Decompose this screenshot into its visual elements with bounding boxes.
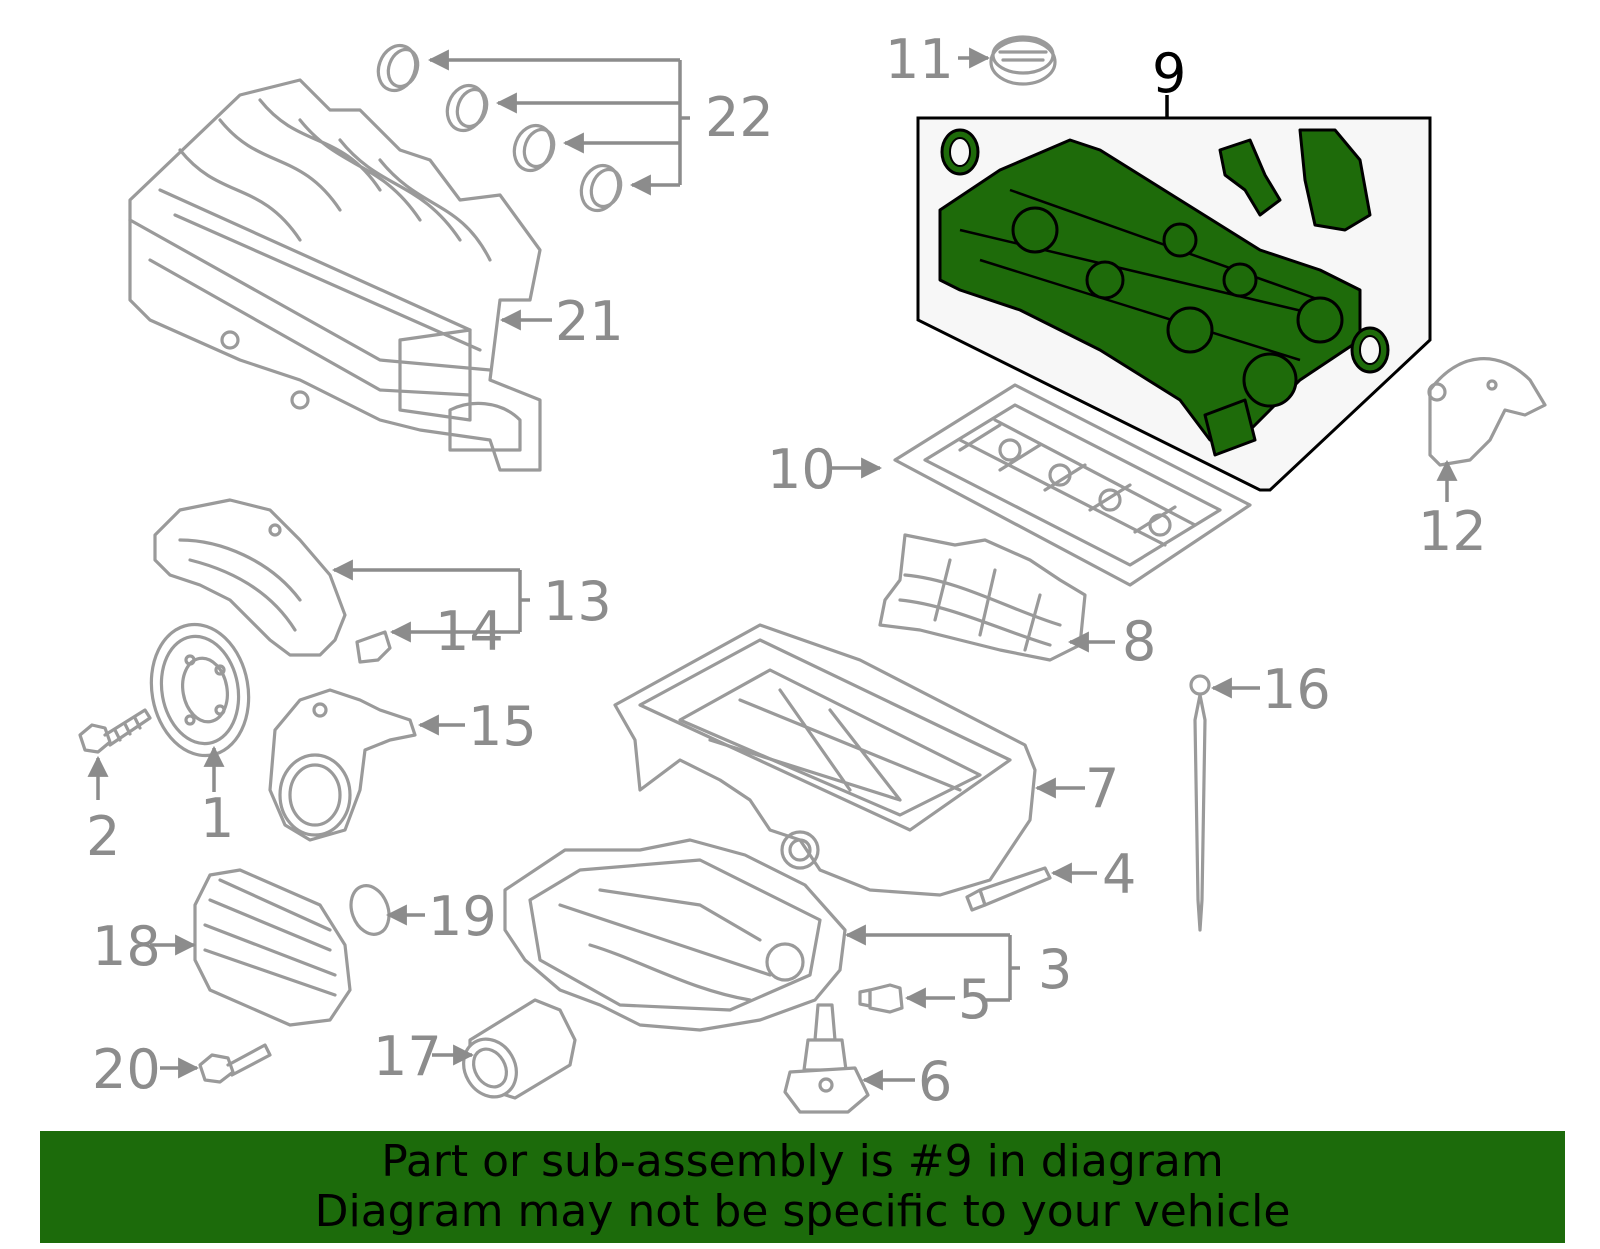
callout-10: 10 — [767, 438, 836, 501]
callout-labels: 22 21 11 9 10 12 13 14 8 16 15 2 1 7 4 1… — [86, 28, 1487, 1113]
gasket-part-10 — [893, 383, 1252, 587]
callout-2: 2 — [86, 805, 120, 868]
callout-21: 21 — [555, 290, 624, 353]
belt-cover-part-13 — [153, 498, 347, 657]
banner-line-1: Part or sub-assembly is #9 in diagram — [381, 1136, 1224, 1187]
oil-filter-part-17 — [462, 998, 577, 1100]
cover-part-12 — [1427, 357, 1547, 467]
callout-16: 16 — [1262, 658, 1331, 721]
callout-7: 7 — [1085, 757, 1119, 820]
oil-sensor-part-6 — [783, 1003, 870, 1114]
dipstick-part-16 — [1189, 674, 1211, 932]
bolt-part-20 — [198, 1043, 272, 1084]
baffle-part-8 — [878, 533, 1087, 662]
intake-manifold-part-21 — [128, 78, 542, 472]
callout-17: 17 — [373, 1025, 442, 1088]
oil-cooler-part-18 — [193, 868, 352, 1027]
callout-12: 12 — [1418, 500, 1487, 563]
o-ring-part-19 — [349, 884, 391, 936]
callout-6: 6 — [918, 1050, 952, 1113]
callout-1: 1 — [200, 787, 234, 850]
seal-rings-part-22 — [376, 43, 623, 213]
callout-11: 11 — [885, 28, 954, 91]
clip-part-14 — [355, 630, 392, 664]
lower-oil-pan-part-3 — [503, 838, 847, 1032]
callout-9[interactable]: 9 — [1152, 42, 1186, 105]
callout-18: 18 — [92, 915, 161, 978]
cylinder-head-cover-part-9[interactable] — [916, 116, 1432, 492]
callout-19: 19 — [428, 885, 497, 948]
info-banner: Part or sub-assembly is #9 in diagram Di… — [40, 1131, 1565, 1243]
callout-22: 22 — [705, 86, 774, 149]
callout-5: 5 — [958, 968, 992, 1031]
callout-8: 8 — [1122, 610, 1156, 673]
callout-20: 20 — [92, 1038, 161, 1101]
callout-14: 14 — [435, 600, 504, 663]
callout-3: 3 — [1038, 938, 1072, 1001]
oil-filler-cap-part-11 — [989, 35, 1057, 86]
leader-lines — [87, 47, 1458, 1091]
seal-flange-part-15 — [268, 688, 417, 842]
upper-oil-pan-part-7 — [613, 623, 1037, 897]
banner-line-2: Diagram may not be specific to your vehi… — [314, 1186, 1291, 1237]
drain-plug-part-5 — [858, 983, 904, 1014]
sealant-tube-part-4 — [965, 866, 1052, 912]
callout-15: 15 — [468, 695, 537, 758]
callout-13: 13 — [543, 570, 612, 633]
callout-4: 4 — [1102, 843, 1136, 906]
bolt-part-2 — [78, 708, 152, 754]
pulley-part-1 — [149, 622, 251, 758]
